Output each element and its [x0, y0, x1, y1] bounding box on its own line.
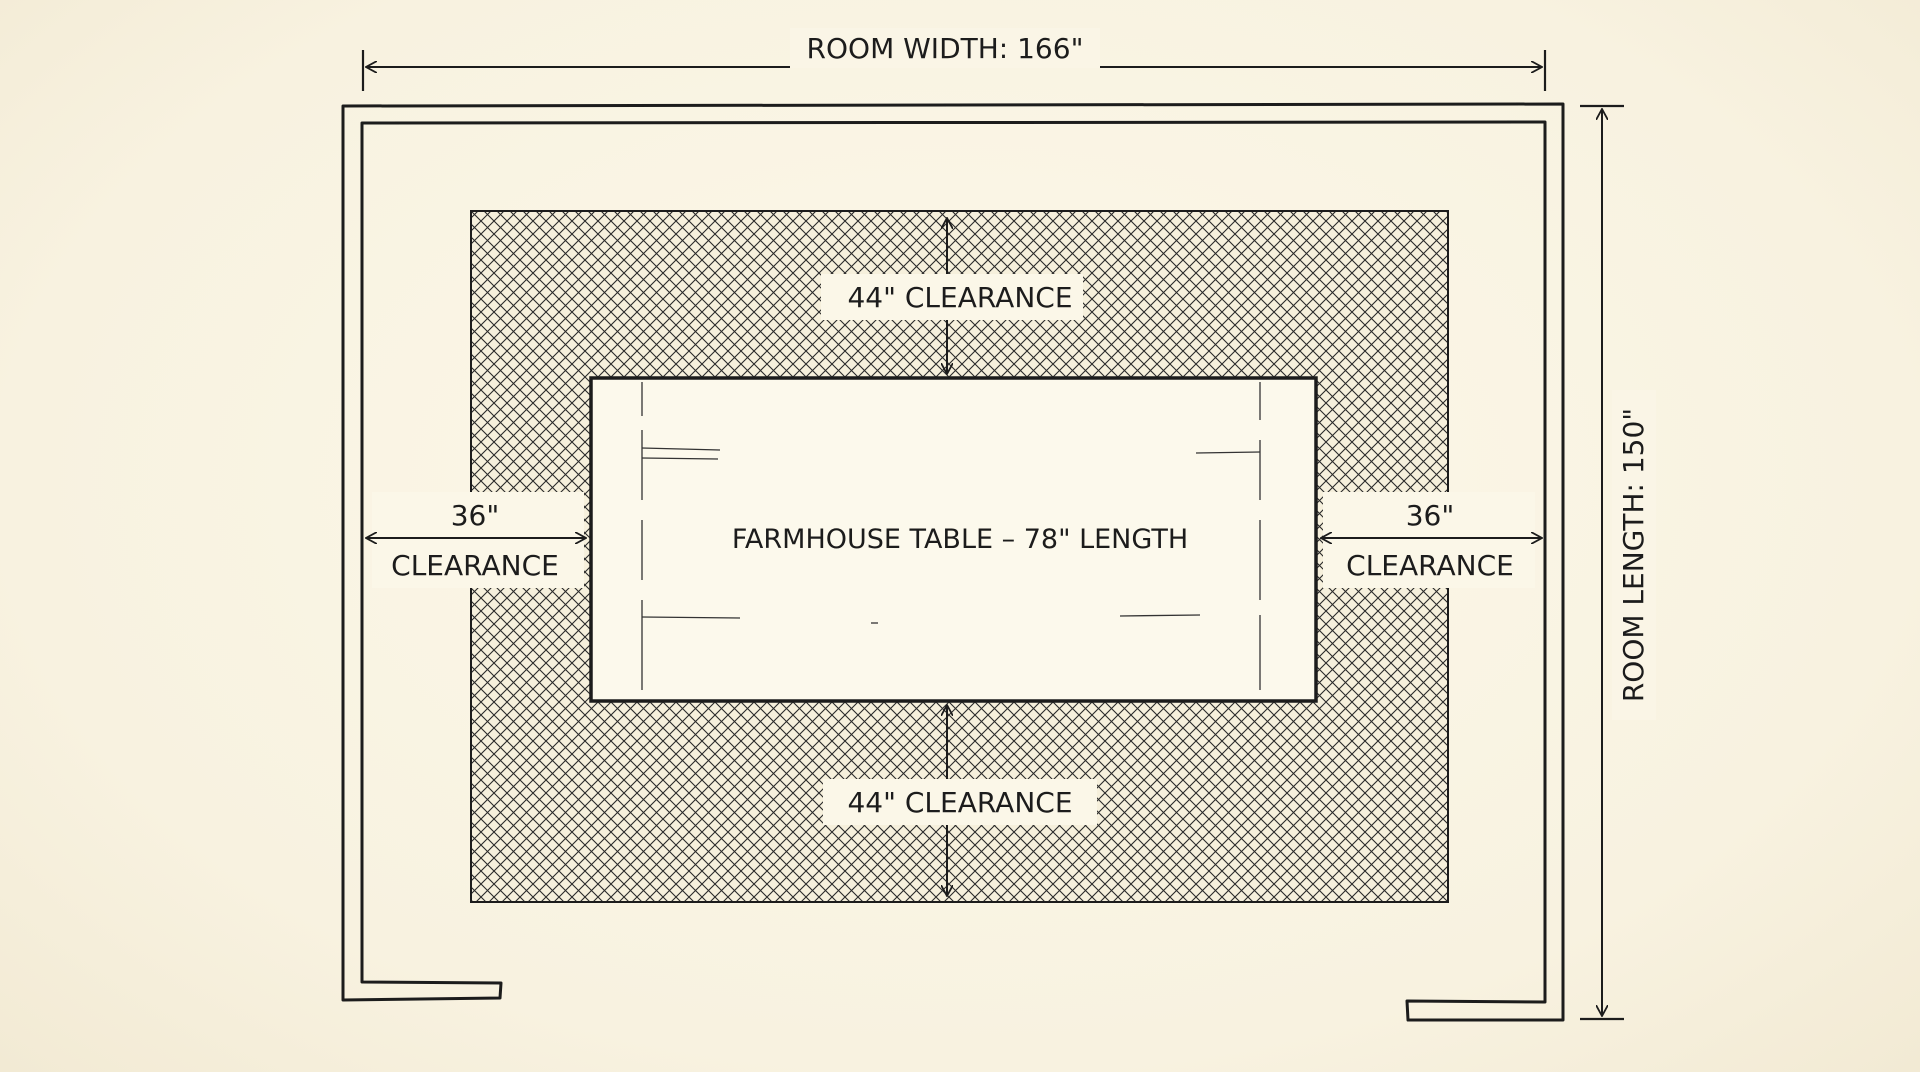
top-clearance-dimension: 44" CLEARANCE — [821, 218, 1083, 374]
right-clearance-dimension: 36" CLEARANCE — [1321, 492, 1542, 588]
room-width-label: ROOM WIDTH: 166" — [807, 32, 1084, 65]
left-clearance-word: CLEARANCE — [391, 549, 559, 582]
room-width-dimension: ROOM WIDTH: 166" — [361, 28, 1547, 91]
right-clearance-word: CLEARANCE — [1346, 549, 1514, 582]
bottom-clearance-label: 44" CLEARANCE — [847, 786, 1072, 819]
table-plank-lines — [641, 382, 1261, 690]
room-length-label: ROOM LENGTH: 150" — [1617, 408, 1650, 702]
room-walls — [341, 102, 1565, 1022]
room-length-dimension: ROOM LENGTH: 150" — [1580, 104, 1656, 1021]
table-label: FARMHOUSE TABLE – 78" LENGTH — [732, 524, 1188, 555]
left-clearance-value: 36" — [451, 499, 500, 532]
left-clearance-dimension: 36" CLEARANCE — [366, 492, 586, 588]
right-clearance-value: 36" — [1406, 499, 1455, 532]
top-clearance-label: 44" CLEARANCE — [847, 281, 1072, 314]
farmhouse-table: FARMHOUSE TABLE – 78" LENGTH — [589, 376, 1318, 703]
bottom-clearance-dimension: 44" CLEARANCE — [823, 705, 1097, 896]
